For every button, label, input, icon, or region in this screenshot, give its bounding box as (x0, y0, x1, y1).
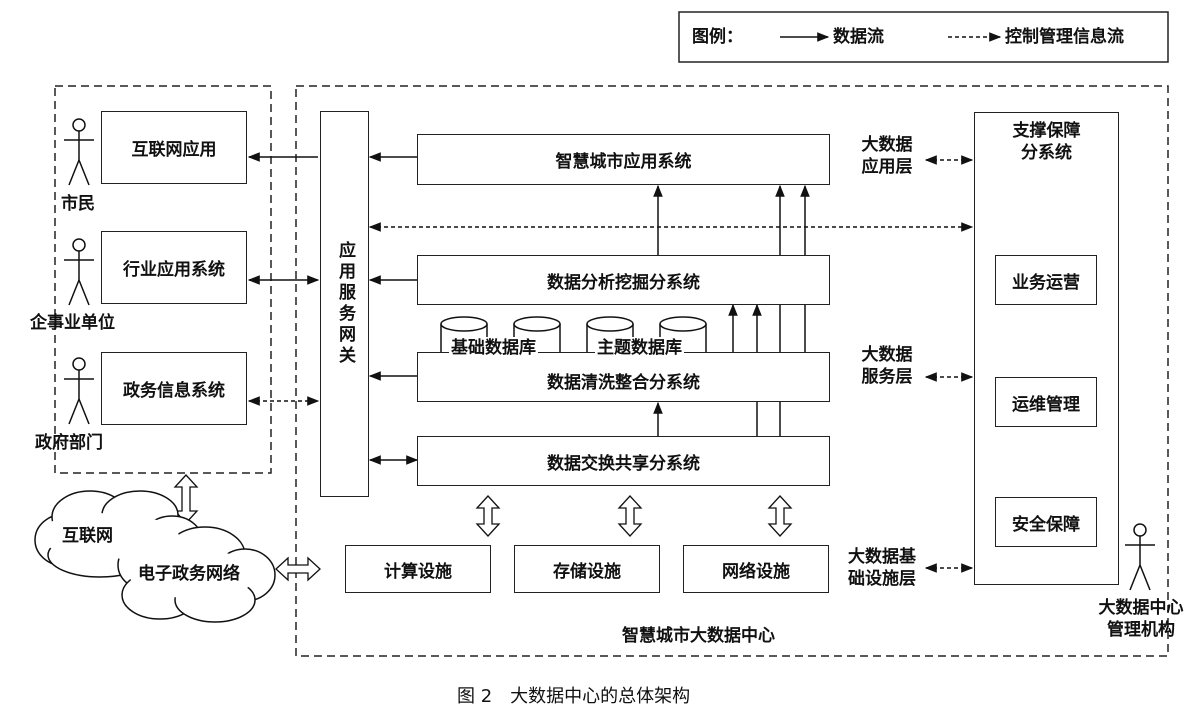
hollow-arrow-compute (475, 495, 501, 537)
enterprise-figure (64, 238, 94, 306)
legend-box (678, 11, 1169, 63)
base-db-label: 基础数据库 (449, 337, 538, 359)
support-title: 支撑保障 分系统 (974, 120, 1119, 164)
hollow-arrow-cloud-center (275, 556, 321, 582)
service-layer-label: 大数据 服务层 (848, 344, 926, 388)
support-title-line1: 支撑保障 (1012, 121, 1081, 141)
service-layer-line1: 大数据 (861, 345, 913, 365)
app-layer-label: 大数据 应用层 (848, 134, 926, 178)
legend-data-flow-label: 数据流 (833, 27, 884, 47)
app-layer-line1: 大数据 (861, 135, 913, 155)
actor-enterprise-label: 企事业单位 (30, 313, 115, 333)
actor-citizen-label: 市民 (61, 194, 95, 214)
actor-government-label: 政府部门 (35, 433, 103, 453)
maintenance-box: 运维管理 (995, 377, 1097, 427)
data-center-frame (295, 85, 1169, 657)
actor-manager-line1: 大数据中心 (1098, 598, 1184, 618)
internet-cloud-label: 互联网 (62, 526, 113, 546)
cleaning-box: 数据清洗整合分系统 (417, 352, 830, 402)
topic-db-label: 主题数据库 (595, 337, 684, 359)
legend-title: 图例： (692, 27, 743, 47)
cleaning-label: 数据清洗整合分系统 (547, 373, 700, 393)
citizen-figure (64, 118, 94, 186)
actor-manager-line2: 管理机构 (1107, 620, 1175, 640)
gov-info-box: 政务信息系统 (101, 352, 247, 425)
service-layer-line2: 服务层 (861, 367, 913, 387)
figure-caption: 图 2 大数据中心的总体架构 (457, 686, 691, 707)
security-box: 安全保障 (995, 497, 1097, 547)
analysis-box: 数据分析挖掘分系统 (417, 255, 830, 305)
app-layer-line2: 应用层 (861, 157, 913, 177)
exchange-box: 数据交换共享分系统 (417, 436, 830, 486)
infra-layer-line2: 础设施层 (848, 569, 916, 589)
industry-app-box: 行业应用系统 (101, 231, 247, 304)
hollow-arrow-storage (617, 495, 643, 537)
data-center-label: 智慧城市大数据中心 (622, 626, 775, 646)
service-gateway-label: 应用服务网关 (335, 241, 355, 367)
legend-control-flow-label: 控制管理信息流 (1005, 27, 1124, 47)
government-figure (64, 357, 94, 425)
manager-figure (1125, 523, 1155, 591)
hollow-arrow-network (767, 495, 793, 537)
egov-cloud-label: 电子政务网络 (138, 564, 240, 584)
compute-box: 计算设施 (345, 545, 491, 593)
cloud-fill-cover (40, 513, 255, 600)
service-gateway-box: 应用服务网关 (320, 111, 369, 497)
infra-layer-label: 大数据基 础设施层 (840, 546, 924, 590)
internet-app-box: 互联网应用 (101, 111, 247, 184)
actor-manager-label: 大数据中心 管理机构 (1086, 597, 1196, 641)
network-box: 网络设施 (683, 545, 829, 593)
support-title-line2: 分系统 (1021, 143, 1072, 163)
infra-layer-line1: 大数据基 (848, 547, 916, 567)
operations-box: 业务运营 (995, 255, 1097, 305)
smart-city-app-box: 智慧城市应用系统 (417, 134, 830, 185)
storage-box: 存储设施 (514, 545, 660, 593)
